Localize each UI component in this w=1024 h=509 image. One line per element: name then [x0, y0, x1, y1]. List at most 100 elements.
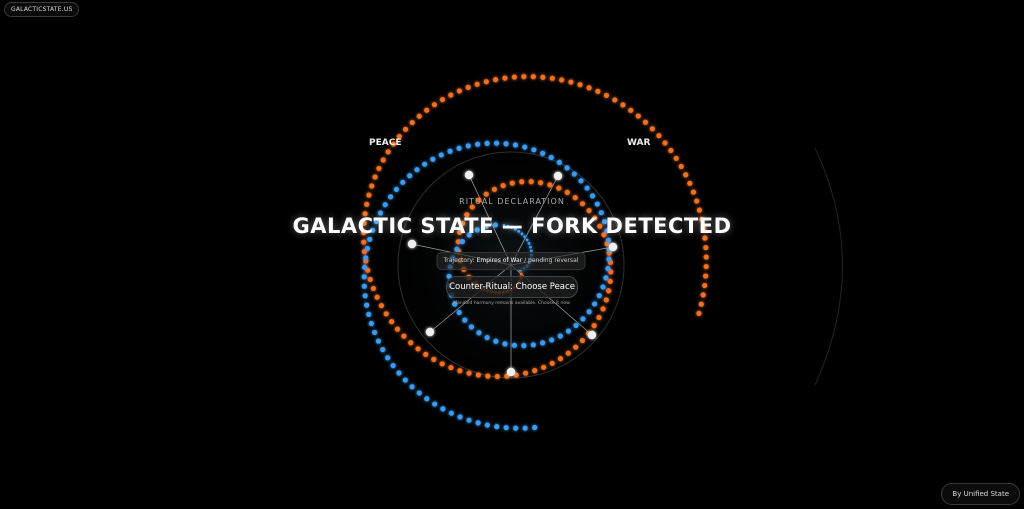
peace-spiral-dot: [474, 227, 480, 233]
counter-ritual-button[interactable]: Counter-Ritual: Choose Peace: [446, 276, 578, 298]
war-spiral-dot: [568, 79, 574, 85]
war-spiral-dot: [511, 74, 517, 80]
peace-spiral-dot: [372, 329, 378, 336]
peace-spiral-dot: [366, 311, 372, 318]
war-spiral-dot: [374, 294, 380, 300]
state-node[interactable]: [608, 242, 618, 252]
war-spiral-dot: [603, 297, 609, 303]
war-spiral-dot: [687, 180, 693, 186]
war-spiral-dot: [702, 282, 708, 289]
war-spiral-dot: [409, 119, 415, 126]
war-spiral-dot: [557, 355, 564, 362]
war-spiral-dot: [401, 333, 407, 339]
war-spiral-dot: [466, 370, 472, 376]
page-title: GALACTIC STATE — FORK DETECTED: [292, 214, 732, 238]
war-spiral-dot: [394, 326, 401, 332]
peace-spiral-dot: [440, 406, 446, 412]
war-spiral-dot: [383, 311, 389, 317]
peace-spiral-dot: [586, 309, 592, 315]
war-spiral-dot: [364, 201, 370, 207]
peace-spiral-dot: [580, 316, 586, 322]
peace-spiral-dot: [361, 283, 367, 289]
peace-spiral-dot: [598, 210, 604, 216]
war-spiral-dot: [372, 174, 378, 180]
war-spiral-dot: [572, 195, 578, 201]
state-node[interactable]: [425, 327, 435, 337]
peace-spiral-dot: [510, 226, 514, 229]
war-spiral-dot: [703, 254, 709, 260]
war-spiral-dot: [532, 368, 538, 374]
peace-spiral-dot: [540, 150, 546, 156]
war-spiral-dot: [457, 368, 463, 374]
peace-spiral-dot: [517, 229, 521, 233]
war-spiral-dot: [586, 85, 592, 91]
outer-arc: [814, 147, 843, 386]
trajectory-value: Empires of War: [476, 257, 523, 264]
peace-spiral-dot: [605, 237, 612, 243]
war-spiral-dot: [360, 230, 367, 236]
war-spiral-dot: [556, 185, 562, 191]
peace-spiral-dot: [456, 145, 462, 151]
peace-spiral-dot: [523, 235, 527, 239]
peace-spiral-dot: [454, 246, 460, 252]
war-spiral-dot: [416, 113, 422, 119]
peace-spiral-dot: [484, 334, 490, 341]
war-spiral-dot: [642, 119, 649, 125]
war-spiral-dot: [396, 133, 402, 140]
war-label: WAR: [627, 138, 651, 148]
state-node[interactable]: [464, 170, 474, 180]
war-spiral-dot: [595, 88, 601, 94]
state-node[interactable]: [553, 171, 563, 181]
peace-spiral-dot: [382, 202, 388, 208]
peace-spiral-dot: [564, 165, 570, 171]
peace-spiral-dot: [364, 245, 371, 252]
brand-link[interactable]: GALACTICSTATE.US: [4, 2, 80, 17]
war-spiral-dot: [366, 192, 372, 198]
war-spiral-dot: [668, 147, 674, 154]
war-spiral-dot: [439, 97, 446, 103]
peace-spiral-dot: [522, 144, 528, 150]
war-spiral-dot: [456, 88, 462, 94]
war-spiral-dot: [388, 319, 395, 325]
peace-spiral-dot: [513, 425, 519, 431]
peace-spiral-dot: [447, 148, 453, 154]
peace-spiral-dot: [540, 340, 546, 346]
peace-spiral-dot: [459, 238, 465, 245]
state-node[interactable]: [506, 367, 516, 377]
peace-spiral-dot: [361, 274, 367, 280]
peace-spiral-dot: [422, 161, 428, 167]
war-spiral-dot: [678, 163, 684, 170]
peace-spiral-dot: [493, 140, 500, 146]
war-spiral-dot: [475, 372, 481, 378]
state-node[interactable]: [587, 330, 597, 340]
war-spiral-dot: [549, 360, 555, 366]
peace-spiral-dot: [494, 424, 500, 430]
war-spiral-dot: [362, 211, 368, 217]
peace-spiral-dot: [409, 384, 415, 390]
trajectory-prefix: Trajectory:: [443, 257, 475, 264]
peace-spiral-dot: [594, 201, 600, 207]
peace-spiral-dot: [390, 362, 396, 369]
peace-spiral-dot: [475, 141, 481, 147]
peace-spiral-dot: [596, 293, 602, 299]
war-spiral-dot: [431, 356, 437, 362]
peace-spiral-dot: [370, 227, 376, 233]
war-spiral-dot: [483, 191, 489, 197]
war-spiral-dot: [455, 239, 461, 245]
war-spiral-dot: [376, 165, 382, 172]
war-spiral-dot: [690, 189, 697, 195]
peace-spiral-dot: [511, 342, 517, 348]
war-spiral-dot: [596, 314, 602, 321]
byline-button[interactable]: By Unified State: [941, 483, 1020, 505]
peace-spiral-dot: [416, 390, 422, 396]
peace-spiral-dot: [465, 143, 471, 149]
war-spiral-dot: [662, 140, 668, 146]
war-spiral-dot: [635, 113, 641, 119]
war-spiral-dot: [540, 74, 546, 80]
war-spiral-dot: [628, 107, 634, 113]
war-spiral-dot: [494, 373, 500, 380]
peace-spiral-dot: [432, 401, 438, 407]
state-node[interactable]: [407, 239, 417, 249]
peace-spiral-dot: [385, 355, 391, 361]
war-spiral-dot: [509, 180, 515, 186]
